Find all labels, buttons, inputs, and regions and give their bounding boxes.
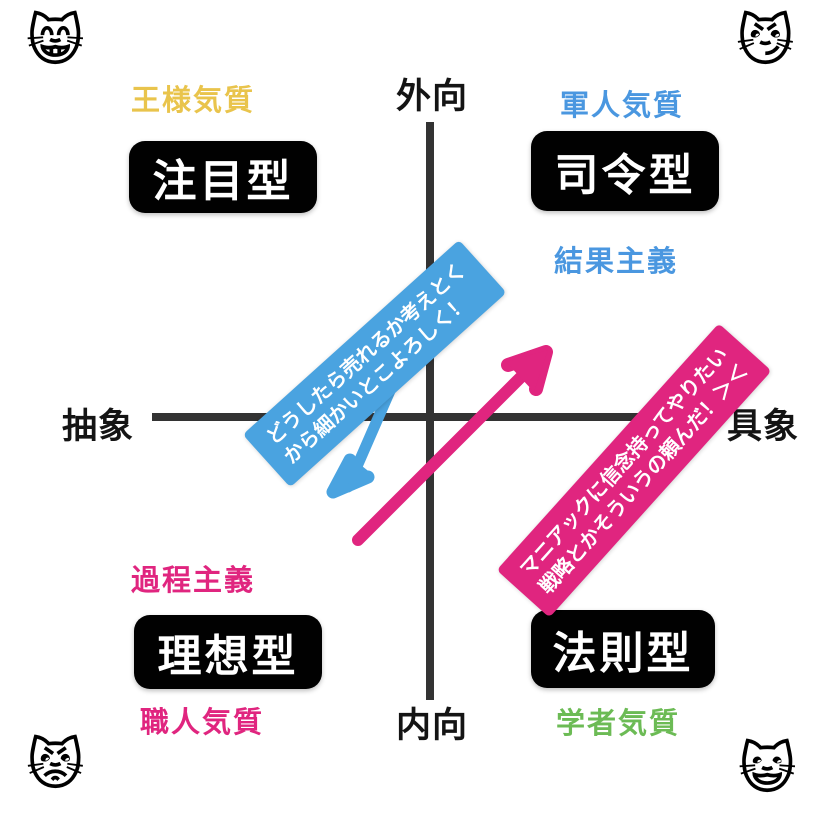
horizontal-axis-line [152, 413, 705, 421]
axis-label-right: 具象 [727, 407, 800, 447]
type-box-attention: 注目型 [129, 141, 317, 213]
banner-blue-line1: どうしたら売れるか考えとく [261, 257, 471, 450]
banner-pink-line2: 戦略とかそういうの頼んだ！＞＜ [534, 359, 753, 599]
axis-label-left: 抽象 [62, 407, 135, 447]
cat-grinning-icon: 😸 [26, 9, 85, 74]
banner-blue-line2: から細かいとこよろしく！ [278, 290, 474, 469]
type-box-rulebased: 法則型 [531, 610, 715, 688]
axis-label-bottom: 内向 [396, 706, 469, 746]
cat-pouting-icon: 😾 [26, 733, 85, 798]
axis-label-top: 外向 [396, 77, 469, 117]
type-box-commander: 司令型 [531, 131, 719, 211]
trait-label-process: 過程主義 [131, 563, 256, 597]
banner-pink-line1: マニアックに信念持ってやりたい [514, 342, 733, 581]
trait-label-soldier: 軍人気質 [560, 88, 685, 122]
vertical-axis-line [426, 122, 434, 700]
banner-pink-message: マニアックに信念持ってやりたい 戦略とかそういうの頼んだ！＞＜ [496, 323, 772, 618]
type-box-idealist: 理想型 [134, 615, 322, 689]
trait-label-king: 王様気質 [131, 83, 256, 117]
trait-label-result: 結果主義 [554, 244, 679, 278]
trait-label-artisan: 職人気質 [140, 705, 265, 739]
cat-smiling-icon: 😺 [738, 737, 797, 802]
banner-blue-message: どうしたら売れるか考えとく から細かいとこよろしく！ [242, 239, 507, 488]
trait-label-scholar: 学者気質 [556, 706, 681, 740]
cat-smirking-icon: 😼 [736, 9, 795, 74]
